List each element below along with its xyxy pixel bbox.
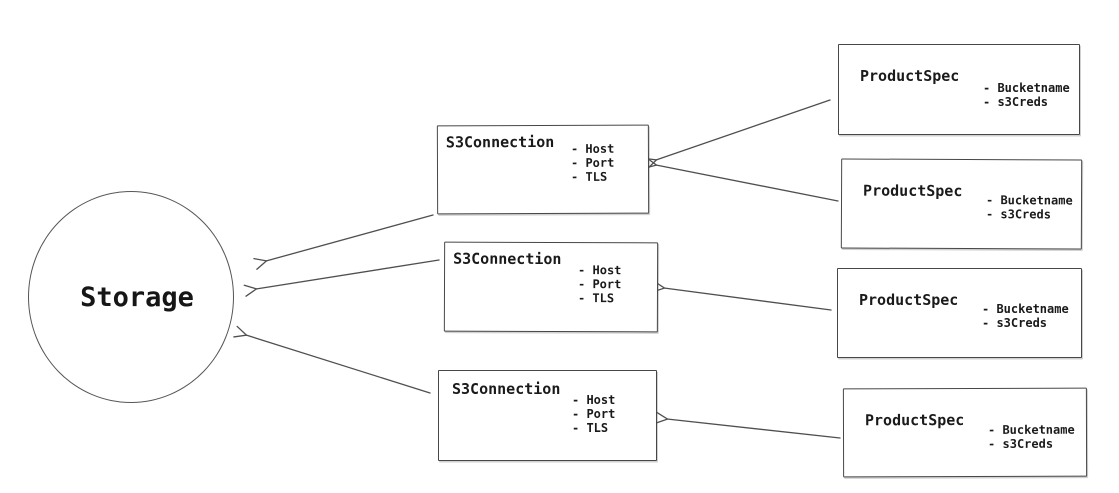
productspec-node-title: ProductSpec xyxy=(860,67,960,85)
node-attribute: - s3Creds xyxy=(985,207,1052,222)
s3connection-node-title: S3Connection xyxy=(453,249,562,269)
arrow-productspec4-to-s3connection3 xyxy=(654,411,841,439)
node-attribute: - Bucketname xyxy=(983,81,1070,95)
s3connection-node-3: S3Connection - Host - Port - TLS xyxy=(438,370,657,461)
arrow-productspec1-to-s3connection1 xyxy=(643,99,831,170)
node-attribute: - Port xyxy=(570,155,615,170)
s3connection-node-attributes: - Host - Port - TLS xyxy=(578,263,622,305)
productspec-node-title: ProductSpec xyxy=(859,291,959,309)
arrow-s3connection2-to-storage xyxy=(243,259,440,297)
node-attribute: - TLS xyxy=(572,421,609,435)
node-attribute: - Bucketname xyxy=(987,422,1075,437)
node-attribute: - s3Creds xyxy=(982,316,1048,330)
productspec-node-attributes: - Bucketname - s3Creds xyxy=(982,302,1069,330)
productspec-node-3: ProductSpec - Bucketname - s3Creds xyxy=(837,268,1082,358)
arrow-s3connection1-to-storage xyxy=(253,214,434,270)
node-attribute: - Port xyxy=(577,277,622,292)
storage-node: Storage xyxy=(28,191,234,403)
s3connection-node-2: S3Connection - Host - Port - TLS xyxy=(443,241,659,333)
productspec-node-title: ProductSpec xyxy=(863,181,963,201)
node-attribute: - Host xyxy=(570,141,615,156)
node-attribute: - Host xyxy=(578,263,622,278)
productspec-node-attributes: - Bucketname - s3Creds xyxy=(983,81,1070,109)
s3connection-node-attributes: - Host - Port - TLS xyxy=(571,142,615,184)
arrow-productspec2-to-s3connection1 xyxy=(643,156,839,202)
node-attribute: - s3Creds xyxy=(988,436,1054,451)
node-attribute: - Port xyxy=(572,407,616,421)
node-attribute: - s3Creds xyxy=(983,95,1049,109)
node-attribute: - TLS xyxy=(577,291,615,306)
s3connection-node-1: S3Connection - Host - Port - TLS xyxy=(436,124,650,215)
arrow-s3connection3-to-storage xyxy=(233,325,431,394)
s3connection-node-title: S3Connection xyxy=(452,380,561,398)
node-attribute: - Bucketname xyxy=(982,302,1069,316)
productspec-node-attributes: - Bucketname - s3Creds xyxy=(988,423,1075,451)
node-attribute: - Bucketname xyxy=(985,193,1073,208)
node-attribute: - Host xyxy=(572,393,616,407)
s3connection-node-title: S3Connection xyxy=(445,132,555,152)
productspec-node-attributes: - Bucketname - s3Creds xyxy=(986,193,1073,221)
node-attribute: - TLS xyxy=(571,169,608,184)
productspec-node-4: ProductSpec - Bucketname - s3Creds xyxy=(842,387,1088,478)
productspec-node-title: ProductSpec xyxy=(864,411,965,430)
storage-node-label: Storage xyxy=(80,281,194,313)
productspec-node-2: ProductSpec - Bucketname - s3Creds xyxy=(840,158,1083,250)
productspec-node-1: ProductSpec - Bucketname - s3Creds xyxy=(838,44,1080,135)
arrow-productspec3-to-s3connection2 xyxy=(651,280,832,311)
s3connection-node-attributes: - Host - Port - TLS xyxy=(572,393,615,435)
